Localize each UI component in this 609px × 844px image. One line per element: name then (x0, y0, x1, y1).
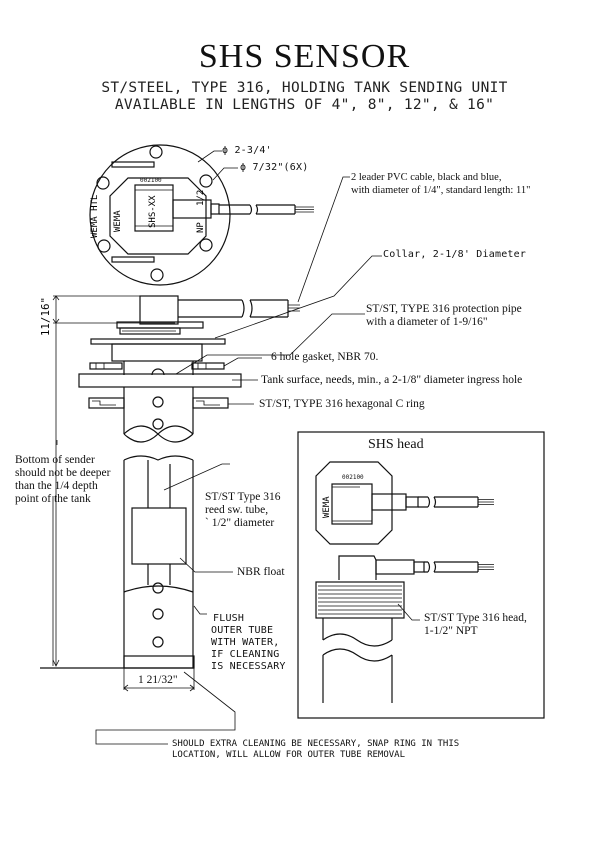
label-wema: WEMA (113, 210, 123, 232)
callout-pipe-line-2: with a diameter of 1-9/16" (366, 316, 488, 328)
head-inset-wema: WEMA (322, 496, 332, 518)
callout-flush-line-2: OUTER TUBE (211, 625, 274, 636)
head-block (139, 295, 179, 325)
collar-body (111, 343, 203, 362)
callout-snap-line-2: LOCATION, WILL ALLOW FOR OUTER TUBE REMO… (172, 750, 405, 760)
subtitle-line-2: AVAILABLE IN LENGTHS OF 4", 8", 12", & 1… (114, 97, 495, 113)
label-wema-htl: WEMA HTL (90, 194, 100, 238)
gasket (191, 362, 225, 370)
head-inset-code: 002100 (342, 474, 364, 481)
top-view (89, 144, 314, 286)
head-inset-title: SHS head (368, 437, 424, 452)
c-ring (88, 397, 125, 409)
callout-flush-line-1: FLUSH (213, 613, 245, 624)
dim-outer-diameter: ϕ 2-3/4' (222, 145, 272, 156)
label-half: 1/2 (196, 189, 206, 206)
bolt-hole (150, 268, 164, 282)
flange-slot (111, 161, 155, 168)
tank-surface (78, 373, 242, 388)
nbr-float (131, 507, 187, 565)
callout-reed-line-1: ST/ST Type 316 (205, 491, 281, 503)
bolt-hole (97, 239, 111, 253)
collar-plate (90, 338, 226, 345)
bolt-hole (149, 145, 163, 159)
label-np: NP (196, 222, 206, 233)
side-view (40, 295, 300, 692)
callout-gasket: 6 hole gasket, NBR 70. (271, 351, 379, 363)
callout-reed-line-2: reed sw. tube, (205, 504, 269, 516)
callout-float: NBR float (237, 566, 285, 578)
flange-outer-circle (89, 144, 231, 286)
callout-bottom-line-1: Bottom of sender (15, 454, 95, 466)
callout-snap-line-1: SHOULD EXTRA CLEANING BE NECESSARY, SNAP… (172, 739, 460, 749)
subtitle-line-1: ST/STEEL, TYPE 316, HOLDING TANK SENDING… (101, 80, 508, 96)
callout-head-line-2: 1-1/2" NPT (424, 625, 478, 637)
bottom-cap (123, 655, 195, 669)
callout-collar: Collar, 2-1/8' Diameter (383, 249, 527, 260)
callout-bottom-line-2: should not be deeper (15, 467, 111, 479)
label-model: SHS-XX (148, 195, 158, 228)
dim-height-label: 11/16" (40, 296, 52, 336)
bolt-hole (199, 174, 213, 188)
hex-head-outline (109, 177, 207, 255)
callout-cable-line-2: with diameter of 1/4", standard length: … (351, 185, 531, 196)
callout-cable-line-1: 2 leader PVC cable, black and blue, (351, 172, 502, 183)
gasket (89, 362, 123, 370)
bolt-hole (199, 238, 213, 252)
callout-flush-line-3: WITH WATER, (211, 637, 280, 648)
callout-head-line-1: ST/ST Type 316 head, (424, 612, 527, 624)
head-inset-frame (297, 431, 545, 719)
callout-reed-line-3: ` 1/2" diameter (205, 517, 275, 529)
c-ring (192, 397, 229, 409)
callout-pipe-line-1: ST/ST, TYPE 316 protection pipe (366, 303, 522, 315)
callout-flush-line-4: IF CLEANING (211, 649, 280, 660)
dim-hole-diameter: ϕ 7/32"(6X) (240, 162, 309, 173)
page-title: SHS SENSOR (198, 38, 411, 75)
callout-bottom-line-3: than the 1/4 depth (15, 480, 98, 492)
callout-c-ring: ST/ST, TYPE 316 hexagonal C ring (259, 398, 425, 410)
callout-bottom-line-4: point of the tank (15, 493, 91, 505)
flange-slot (111, 256, 155, 263)
callout-flush-line-5: IS NECESSARY (211, 661, 286, 672)
callout-tank-surface: Tank surface, needs, min., a 2-1/8" diam… (261, 374, 523, 386)
label-code: 002100 (140, 177, 162, 184)
bolt-hole (96, 176, 110, 190)
dim-width-label: 1 21/32" (138, 674, 178, 686)
